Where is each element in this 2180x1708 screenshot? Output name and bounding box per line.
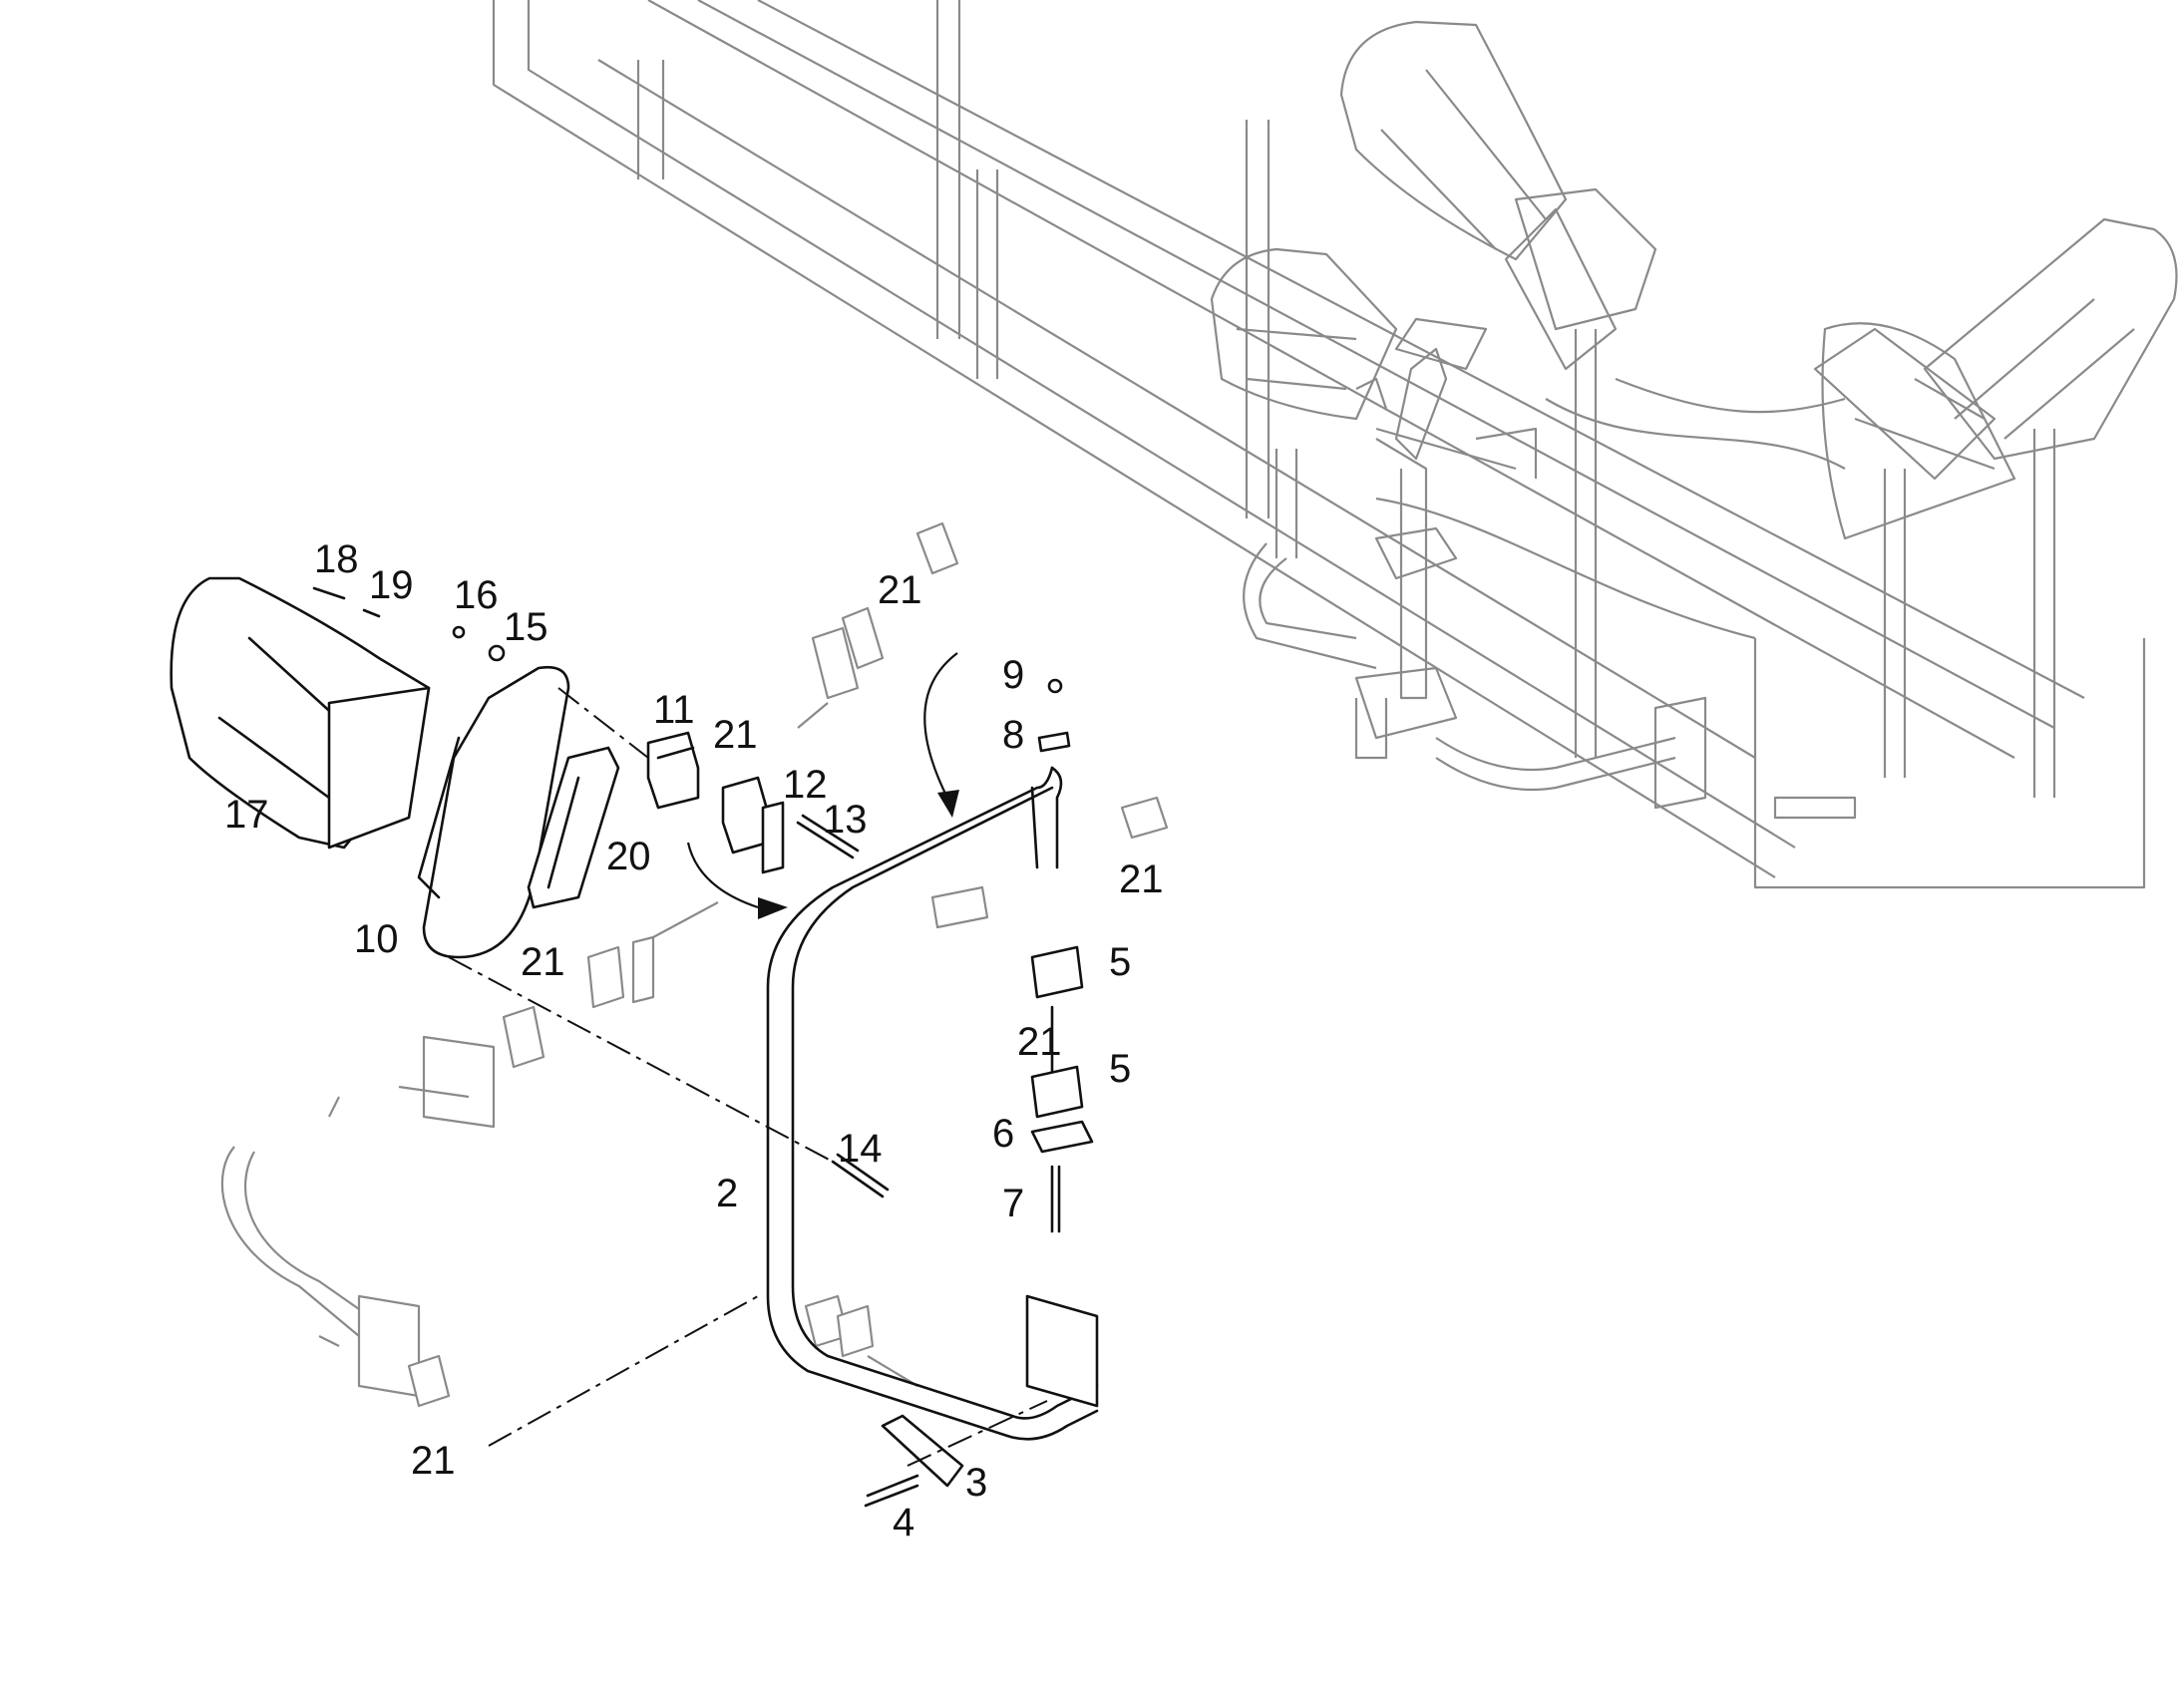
callout-5: 5 (1109, 940, 1131, 984)
callout-20: 20 (606, 835, 651, 878)
callout-15: 15 (504, 605, 548, 649)
upper-paddle-assembly (1210, 20, 2178, 540)
callout-21: 21 (1017, 1020, 1062, 1064)
base-plate-3 (881, 1414, 964, 1488)
callout-16: 16 (454, 573, 499, 617)
callout-21: 21 (1119, 857, 1164, 901)
assembly-arrows (686, 652, 959, 919)
tubular-frame-2 (766, 766, 1099, 1441)
callout-19: 19 (369, 563, 414, 607)
paddle-blade-17 (170, 576, 431, 850)
callout-3: 3 (965, 1461, 987, 1505)
callout-2: 2 (716, 1172, 738, 1215)
ghost-clamp-parts (220, 521, 1169, 1408)
callout-4: 4 (893, 1501, 914, 1544)
stack-parts-5-6-7-8-9 (1030, 678, 1094, 1233)
spacer-block-20 (527, 746, 620, 909)
callout-5: 5 (1109, 1047, 1131, 1091)
bolt-13 (796, 814, 860, 859)
callout-21: 21 (521, 940, 565, 984)
callout-14: 14 (838, 1127, 883, 1171)
callout-21: 21 (878, 568, 922, 612)
right-support-frame (1243, 347, 1707, 810)
bolt-14 (831, 1153, 890, 1198)
mounting-plate-10 (417, 665, 570, 959)
assembly-centerlines (448, 687, 1048, 1467)
callout-13: 13 (823, 798, 868, 842)
bolt-4 (864, 1474, 919, 1508)
callout-12: 12 (783, 763, 828, 807)
callout-21: 21 (713, 713, 758, 757)
callout-7: 7 (1002, 1182, 1024, 1225)
callout-labels: 18 19 16 15 21 17 11 21 9 8 12 13 20 21 … (224, 537, 1164, 1544)
machine-context-drawing (492, 0, 2146, 889)
callout-6: 6 (992, 1112, 1014, 1156)
plate-12 (761, 801, 785, 874)
callout-11: 11 (653, 688, 695, 732)
callout-10: 10 (354, 917, 399, 961)
wall-plate (1025, 1294, 1099, 1408)
fasteners-18-19-16-15 (312, 586, 506, 662)
callout-18: 18 (314, 537, 359, 581)
callout-8: 8 (1002, 713, 1024, 757)
callout-17: 17 (224, 793, 269, 837)
clamp-half-21-upper (721, 776, 770, 854)
callout-9: 9 (1002, 653, 1024, 697)
callout-21: 21 (411, 1439, 456, 1483)
clamp-half-11 (646, 731, 700, 810)
